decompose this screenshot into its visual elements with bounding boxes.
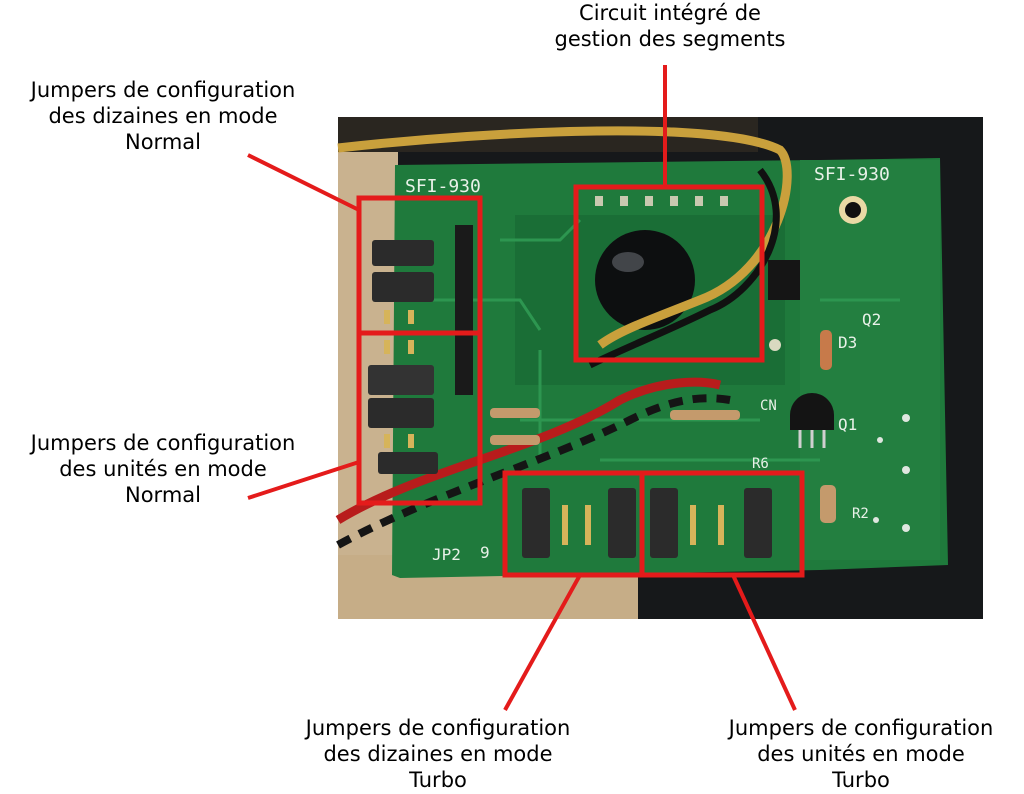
- leader-unites-turbo: [731, 574, 797, 711]
- left-jumper-blocks: [368, 240, 438, 474]
- red-wire: [335, 377, 722, 524]
- label-q1: Q1: [838, 415, 857, 434]
- transistor-q1: [790, 393, 834, 430]
- leader-dizaines-turbo: [503, 574, 582, 711]
- box-unites-turbo: [639, 470, 805, 578]
- ic-epoxy-blob: [595, 230, 695, 330]
- diode-d3: [820, 330, 832, 370]
- box-unites-normal: [356, 330, 483, 506]
- label-r6: R6: [752, 456, 769, 472]
- black-wire: [588, 167, 780, 369]
- label-d3: D3: [838, 333, 857, 352]
- label-circuit-integre: Circuit intégré de gestion des segments: [554, 1, 786, 51]
- label-unites-turbo: Jumpers de configuration des unités en m…: [728, 716, 994, 792]
- label-q2: Q2: [862, 310, 881, 329]
- pcb-traces: [420, 218, 900, 462]
- label-cn: CN: [760, 398, 777, 414]
- ic-pins: [595, 196, 728, 206]
- silkscreen-right: SFI-930: [814, 164, 890, 185]
- ic-epoxy-highlight: [612, 252, 644, 272]
- leader-dizaines-normal: [247, 153, 360, 212]
- transistor-q1-legs: [798, 430, 826, 448]
- transistor-q2: [768, 260, 800, 300]
- annotation-boxes: [356, 184, 805, 578]
- box-ic: [573, 184, 765, 363]
- mounting-hole-center: [845, 202, 861, 218]
- label-jp2: JP2: [432, 545, 461, 564]
- left-jumper-pins: [384, 310, 414, 448]
- solder-pads: [873, 414, 910, 532]
- resistors: [490, 408, 836, 523]
- left-header-strip: [455, 225, 473, 395]
- black-twisted-wire: [336, 394, 731, 549]
- leader-unites-normal: [247, 460, 360, 500]
- label-dizaines-normal: Jumpers de configuration des dizaines en…: [30, 78, 296, 154]
- label-pin9: 9: [480, 543, 490, 562]
- leader-lines: [247, 65, 797, 711]
- silkscreen-left: SFI-930: [405, 176, 481, 197]
- via-hole: [769, 339, 781, 351]
- label-unites-normal: Jumpers de configuration des unités en m…: [30, 431, 296, 507]
- label-r2: R2: [852, 506, 869, 522]
- label-dizaines-turbo: Jumpers de configuration des dizaines en…: [305, 716, 571, 792]
- bottom-jumper-blocks: [522, 488, 772, 558]
- bottom-jumper-pins: [562, 505, 724, 545]
- yellow-wire: [337, 126, 792, 349]
